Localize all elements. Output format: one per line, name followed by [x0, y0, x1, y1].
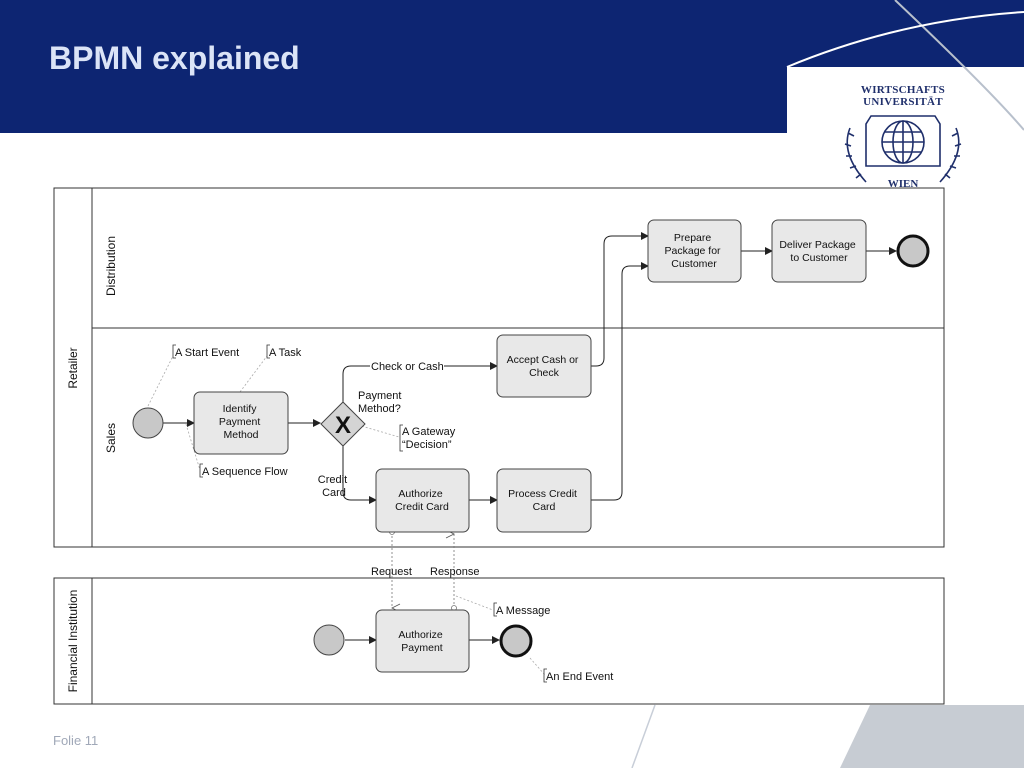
- slide-title: BPMN explained: [49, 40, 300, 76]
- svg-text:Accept Cash or Check: Accept Cash or Check: [507, 354, 582, 379]
- task-deliver-package: [771, 219, 867, 283]
- message-label-response: Response: [430, 566, 480, 578]
- task-authorize-credit-card: [375, 468, 470, 533]
- task-deliver-line-1: Deliver Package: [779, 239, 856, 251]
- task-prepare-line-2: Package for: [665, 245, 722, 257]
- annotation-task: A Task: [269, 347, 302, 359]
- annotation-gateway-line-2: “Decision”: [402, 439, 452, 451]
- task-prepare-line-1: Prepare: [674, 232, 712, 244]
- task-identify-line-3: Method: [223, 429, 258, 441]
- svg-text:Payment Method?: Payment Method?: [358, 390, 404, 415]
- annotation-message: A Message: [496, 605, 550, 617]
- header-bar: [0, 0, 787, 133]
- university-logo: WIRTSCHAFTS UNIVERSITÄT WIEN: [836, 84, 970, 188]
- flow-label-check-or-cash: Check or Cash: [371, 361, 444, 373]
- annotation-start-event: A Start Event: [175, 347, 239, 359]
- exclusive-gateway: [320, 401, 366, 447]
- svg-text:Prepare Package for Cu: Prepare Package for Customer: [665, 232, 724, 270]
- task-identify-line-2: Payment: [219, 416, 261, 428]
- task-authorize-payment-line-1: Authorize: [398, 629, 443, 641]
- start-event-financial: [313, 624, 345, 656]
- svg-text:Authorize Payment: Authorize Payment: [398, 629, 445, 654]
- financial-pool: [53, 577, 945, 705]
- task-authorize-payment: [375, 609, 470, 673]
- task-authorize-card-line-1: Authorize: [398, 488, 443, 500]
- task-identify-payment-method: [193, 391, 289, 455]
- svg-text:Process Credit Card: Process Credit Card: [508, 488, 580, 513]
- pool-label-retailer: Retailer: [66, 347, 80, 388]
- svg-text:Credit Card: Credit Card: [318, 474, 350, 499]
- task-process-card-line-1: Process Credit: [508, 488, 577, 500]
- task-authorize-payment-line-2: Payment: [401, 642, 443, 654]
- flow-label-credit-line-2: Card: [322, 487, 346, 499]
- logo-line-1: WIRTSCHAFTS: [860, 84, 946, 96]
- message-label-request: Request: [371, 566, 412, 578]
- task-process-card-line-2: Card: [533, 501, 556, 513]
- task-prepare-package: [647, 219, 742, 283]
- logo-line-2: UNIVERSITÄT: [863, 96, 943, 108]
- gateway-question-line-2: Method?: [358, 403, 401, 415]
- start-event-sales: [132, 407, 164, 439]
- pool-label-financial: Financial Institution: [66, 590, 80, 693]
- slide-footer: Folie 11: [53, 733, 99, 748]
- task-deliver-line-2: to Customer: [790, 252, 848, 264]
- annotation-end-event: An End Event: [546, 671, 613, 683]
- end-event-distribution: [896, 234, 930, 268]
- task-process-credit-card: [496, 468, 592, 533]
- svg-text:Authorize Credit Card: Authorize Credit Card: [395, 488, 449, 513]
- globe-emblem-icon: [844, 115, 962, 183]
- gateway-question-line-1: Payment: [358, 390, 401, 402]
- gateway-symbol: X: [335, 412, 351, 439]
- task-prepare-line-3: Customer: [671, 258, 717, 270]
- svg-text:A Gateway “Decision”: A Gateway “Decision”: [402, 426, 458, 451]
- svg-text:Identify Payment Metho: Identify Payment Method: [219, 403, 263, 441]
- task-accept-cash-line-2: Check: [529, 367, 560, 379]
- lane-label-distribution: Distribution: [104, 236, 118, 296]
- task-accept-cash-or-check: [496, 334, 592, 398]
- annotation-gateway-line-1: A Gateway: [402, 426, 456, 438]
- flow-label-credit-line-1: Credit: [318, 474, 347, 486]
- task-authorize-card-line-2: Credit Card: [395, 501, 449, 513]
- lane-label-sales: Sales: [104, 423, 118, 453]
- annotation-sequence-flow: A Sequence Flow: [202, 466, 288, 478]
- logo-line-3: WIEN: [887, 178, 919, 188]
- task-identify-line-1: Identify: [223, 403, 258, 415]
- task-accept-cash-line-1: Accept Cash or: [507, 354, 579, 366]
- svg-text:Deliver Package to Custome: Deliver Package to Customer: [779, 239, 858, 264]
- end-event-financial: [499, 624, 533, 658]
